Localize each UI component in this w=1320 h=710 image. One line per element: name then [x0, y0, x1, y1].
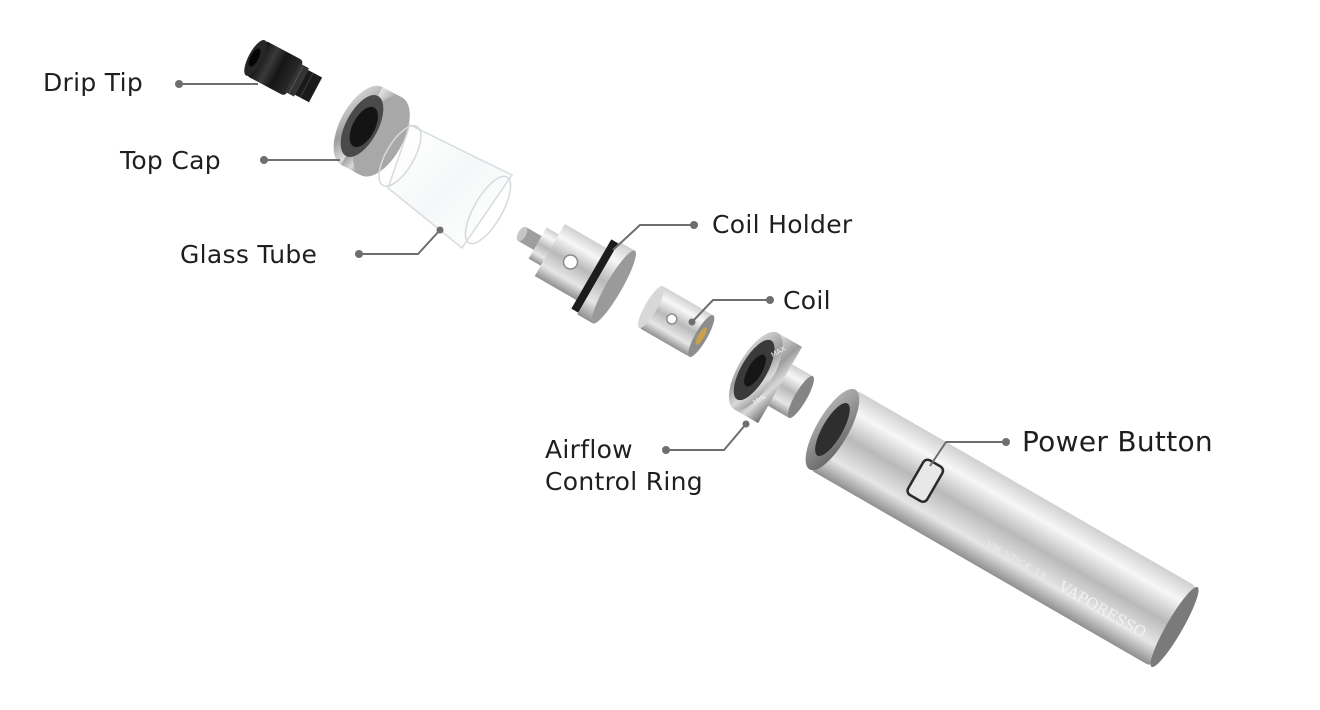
label-coil-holder: Coil Holder	[712, 210, 853, 239]
leader-power-button	[929, 438, 1010, 467]
leader-coil	[688, 296, 774, 326]
coil-holder-oring	[571, 239, 619, 313]
coil-holder-base	[577, 241, 635, 324]
label-airflow-line1: Airflow	[545, 435, 633, 464]
label-top-cap: Top Cap	[119, 146, 221, 175]
glass-tube-body	[387, 123, 514, 250]
label-power-button: Power Button	[1022, 425, 1213, 458]
leader-top-cap	[260, 156, 340, 164]
airflow-ring-part: MAX MIN	[728, 331, 814, 424]
battery-body-part: VM STICK 18 VAPORESSO	[805, 388, 1199, 668]
leader-drip-tip	[175, 80, 258, 88]
top-cap-part	[333, 85, 410, 177]
top-cap-hole	[349, 106, 378, 148]
glass-tube-part	[378, 123, 514, 250]
battery-tube	[811, 391, 1196, 665]
leader-coil-holder	[612, 221, 698, 251]
drip-tip-opening	[248, 48, 261, 67]
leader-airflow	[662, 420, 750, 454]
coil-holder-part	[516, 224, 636, 324]
label-glass-tube: Glass Tube	[180, 240, 317, 269]
label-airflow-line2: Control Ring	[545, 467, 703, 496]
label-coil: Coil	[783, 286, 831, 315]
coil-part	[637, 286, 715, 357]
leader-glass-tube	[355, 226, 444, 258]
label-drip-tip: Drip Tip	[43, 68, 143, 97]
power-button[interactable]	[906, 458, 945, 504]
drip-tip-part	[244, 39, 323, 103]
